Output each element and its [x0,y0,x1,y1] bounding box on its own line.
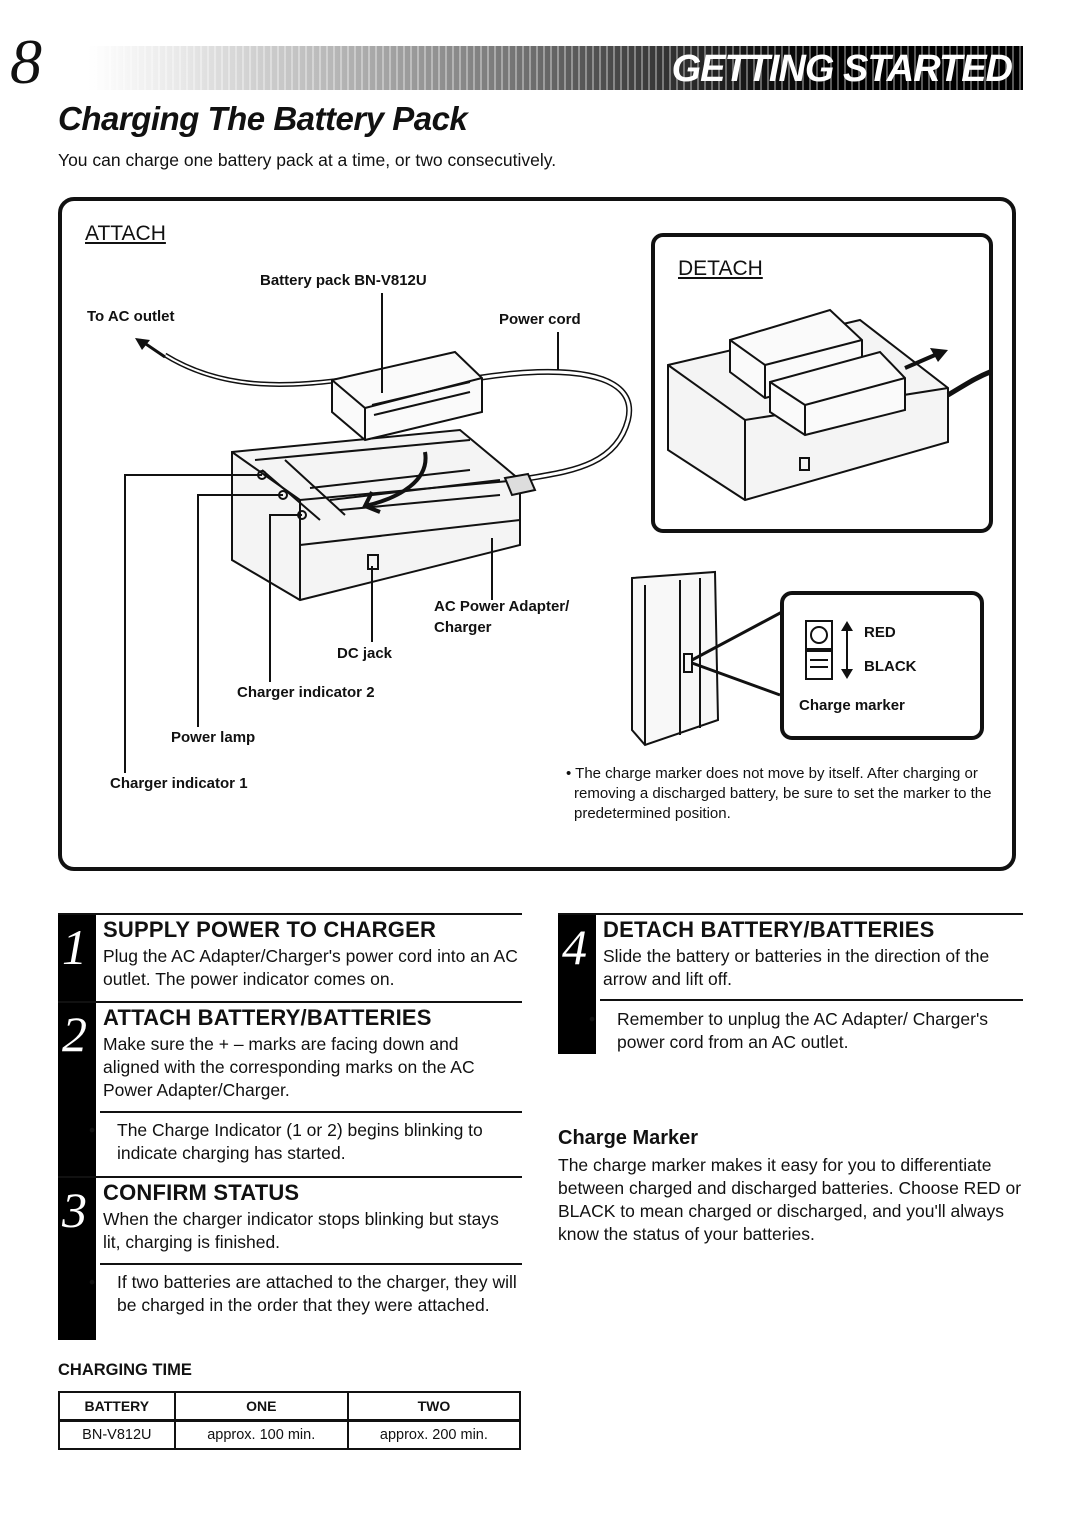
table-cell-one: approx. 100 min. [173,1419,349,1450]
table-cell-battery: BN-V812U [58,1419,176,1450]
table-header-one: ONE [173,1391,349,1422]
rule [100,1263,522,1265]
label-charger-indicator-2: Charger indicator 2 [237,684,375,701]
label-charge-marker: Charge marker [799,697,905,714]
table-header-two: TWO [346,1391,522,1422]
step-2-note: • The Charge Indicator (1 or 2) begins bl… [89,1119,537,1165]
rule [100,1111,522,1113]
label-battery-pack: Battery pack BN-V812U [260,272,427,289]
step-number-1: 1 [62,919,87,975]
label-charger-indicator-1: Charger indicator 1 [110,775,248,792]
header-stripes [88,46,1023,90]
step-2-note-text: The Charge Indicator (1 or 2) begins bli… [117,1120,483,1163]
label-to-ac-outlet: To AC outlet [87,308,175,325]
charge-marker-note: • The charge marker does not move by its… [532,764,1002,824]
step-3-note: • If two batteries are attached to the ch… [89,1271,517,1317]
table-row: BN-V812U approx. 100 min. approx. 200 mi… [58,1419,522,1450]
page-title: Charging The Battery Pack [58,100,468,137]
step-4-note: • Remember to unplug the AC Adapter/ Char… [589,1008,1017,1054]
label-ac-adapter-1: AC Power Adapter/ [434,598,570,615]
rule [58,913,522,915]
page-number: 8 [10,26,42,97]
attach-heading: ATTACH [85,222,166,245]
bullet: • [589,1009,596,1029]
table-header-row: BATTERY ONE TWO [58,1391,522,1422]
charge-marker-title: Charge Marker [558,1127,699,1149]
steps-right-bar [558,913,596,1054]
label-ac-adapter-2: Charger [434,619,492,636]
intro-text: You can charge one battery pack at a tim… [58,150,557,170]
steps-left-bar [58,913,96,1340]
step-1-body: Plug the AC Adapter/Charger's power cord… [103,946,518,989]
marker-switch-icon [805,620,853,680]
note-text: The charge marker does not move by itsel… [574,765,992,822]
rule [58,1001,522,1003]
step-1-heading: SUPPLY POWER TO CHARGER [103,917,437,942]
charging-time-table: BATTERY ONE TWO BN-V812U approx. 100 min… [58,1391,522,1450]
bullet: • [89,1272,96,1292]
detach-box [651,233,993,533]
step-4-heading: DETACH BATTERY/BATTERIES [603,917,935,942]
rule [58,1176,522,1178]
label-dc-jack: DC jack [337,645,393,662]
rule [600,999,1023,1001]
diagram-panel [58,197,1016,871]
label-power-lamp: Power lamp [171,729,256,746]
label-power-cord: Power cord [499,311,581,328]
table-cell-two: approx. 200 min. [346,1419,522,1450]
charge-marker-inset [780,591,984,740]
charge-marker-text: The charge marker makes it easy for you … [558,1155,1022,1244]
step-4-note-text: Remember to unplug the AC Adapter/ Charg… [617,1009,989,1052]
table-header-battery: BATTERY [58,1391,176,1422]
step-3-body: When the charger indicator stops blinkin… [103,1209,499,1252]
rule [558,913,1023,915]
bullet: • [566,765,572,782]
bullet: • [89,1120,96,1140]
step-number-4: 4 [562,919,587,975]
label-red: RED [864,624,896,641]
header-band [88,46,1023,90]
detach-heading: DETACH [678,257,763,280]
step-4-body: Slide the battery or batteries in the di… [603,946,990,989]
step-2-heading: ATTACH BATTERY/BATTERIES [103,1005,432,1030]
step-3-note-text: If two batteries are attached to the cha… [117,1272,517,1315]
step-number-3: 3 [62,1182,87,1238]
step-number-2: 2 [62,1006,87,1062]
step-2-body: Make sure the + – marks are facing down … [103,1034,475,1100]
section-title: GETTING STARTED [671,48,1013,90]
charging-time-title: CHARGING TIME [58,1361,192,1379]
attach-illustration [124,293,991,773]
label-black: BLACK [864,658,917,675]
step-3-heading: CONFIRM STATUS [103,1180,300,1205]
